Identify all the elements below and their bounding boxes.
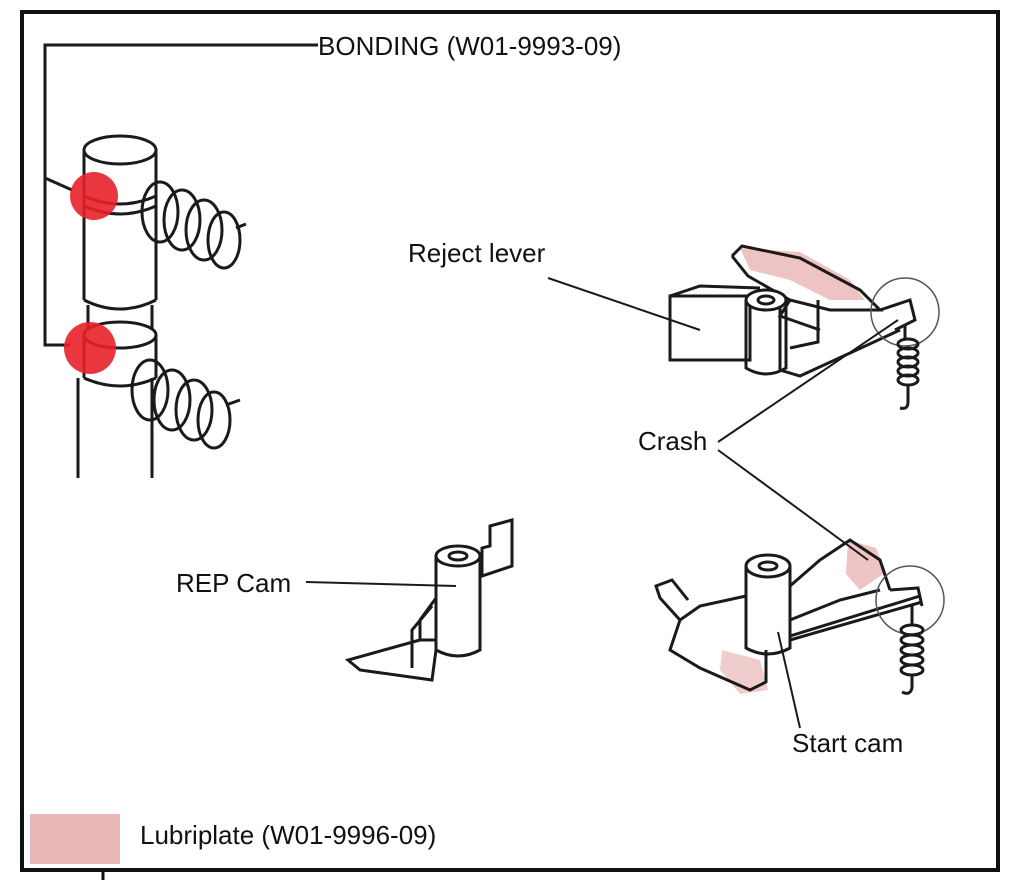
reject-crash-circle (870, 277, 940, 347)
lower-spring (130, 358, 241, 450)
shaft-top (82, 134, 158, 166)
shaft-stem (76, 378, 154, 478)
crash-label: Crash (638, 426, 708, 456)
reject-lever-lube (740, 248, 865, 300)
start-cam-part (654, 538, 945, 695)
crash-leader-lower (717, 449, 869, 561)
bonding-spot-lower (64, 322, 116, 374)
rep-cam-leader (305, 581, 457, 587)
reject-lever-part (668, 244, 940, 410)
bonding-leader-branch (44, 176, 73, 192)
upper-spring (140, 180, 247, 270)
reject-lever-label: Reject lever (408, 238, 546, 268)
rep-cam-part (344, 518, 514, 682)
bonding-leader-line (43, 43, 318, 347)
diagram-frame (20, 10, 1000, 872)
bonding-label: BONDING (W01-9993-09) (318, 31, 622, 61)
start-cam-spring (899, 606, 925, 695)
shaft-spring-assembly (43, 43, 318, 478)
lubriplate-label: Lubriplate (W01-9996-09) (140, 820, 437, 850)
reject-lever-spring (896, 337, 920, 410)
bonding-spot-upper (70, 172, 118, 220)
lubriplate-swatch (30, 814, 120, 864)
start-cam-leader (777, 631, 801, 729)
start-cam-lube-top (846, 540, 886, 590)
start-cam-label: Start cam (792, 728, 904, 758)
crash-leader-upper (717, 319, 899, 443)
reject-lever-leader (547, 277, 701, 331)
rep-cam-label: REP Cam (176, 568, 292, 598)
